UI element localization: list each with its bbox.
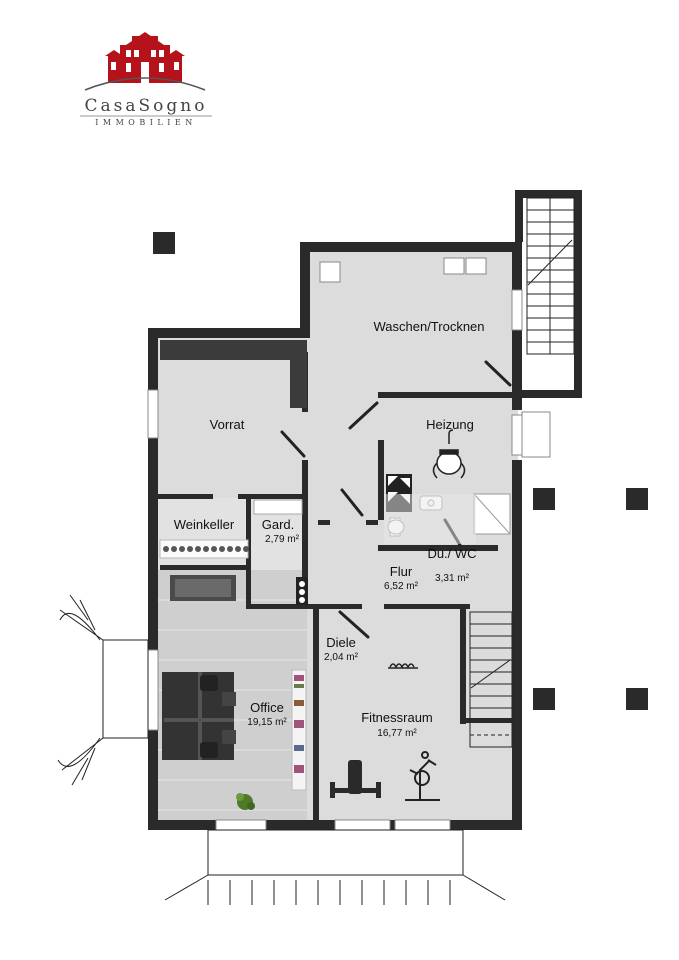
- room-label-heizung: Heizung: [426, 417, 474, 432]
- sofa-icon: [170, 575, 236, 601]
- outdoor-steps-bottom: [164, 829, 506, 905]
- room-area-fitness: 16,77 m²: [377, 728, 417, 739]
- room-label-vorrat: Vorrat: [210, 417, 245, 432]
- logo-swoosh: [84, 77, 206, 91]
- house-logo-icon: [105, 32, 185, 83]
- bathroom-floor: [384, 494, 476, 544]
- room-area-diele: 2,04 m²: [324, 652, 359, 663]
- room-label-gard: Gard.: [262, 517, 295, 532]
- room-label-fitness: Fitnessraum: [361, 710, 433, 725]
- boiler-icon: [432, 429, 466, 479]
- room-label-weinkeller: Weinkeller: [174, 517, 235, 532]
- room-area-gard: 2,79 m²: [265, 534, 300, 545]
- room-label-duwc: Du./ WC: [427, 546, 476, 561]
- logo-brand-name: CasaSogno: [85, 96, 208, 116]
- bookshelf-icon: [291, 669, 307, 791]
- room-area-flur: 6,52 m²: [384, 581, 419, 592]
- room-area-duwc: 3,31 m²: [435, 573, 470, 584]
- company-logo: CasaSogno IMMOBILIEN: [80, 32, 212, 127]
- room-label-diele: Diele: [326, 635, 356, 650]
- outdoor-steps-left: [57, 594, 149, 786]
- plant-icon: [236, 793, 255, 810]
- shower-icon: [473, 493, 511, 535]
- stove-icon: [296, 577, 308, 605]
- desk-icon: [162, 672, 236, 760]
- room-label-office: Office: [250, 700, 284, 715]
- wash-machine-icon: [319, 257, 487, 283]
- radiator-coil-icon: [388, 663, 418, 669]
- exercise-bike-icon: [405, 751, 440, 801]
- wardrobe-icon: [253, 499, 303, 515]
- wine-rack-icon: [159, 539, 249, 559]
- logo-subtitle: IMMOBILIEN: [95, 118, 196, 127]
- room-label-flur: Flur: [390, 564, 413, 579]
- room-area-office: 19,15 m²: [247, 717, 287, 728]
- room-label-waschen: Waschen/Trocknen: [373, 319, 484, 334]
- weight-bench-icon: [330, 760, 381, 798]
- staircase-icon: [469, 611, 513, 748]
- staircase-icon: [526, 197, 575, 355]
- room-labels: Waschen/Trocknen Vorrat Heizung Weinkell…: [174, 319, 485, 739]
